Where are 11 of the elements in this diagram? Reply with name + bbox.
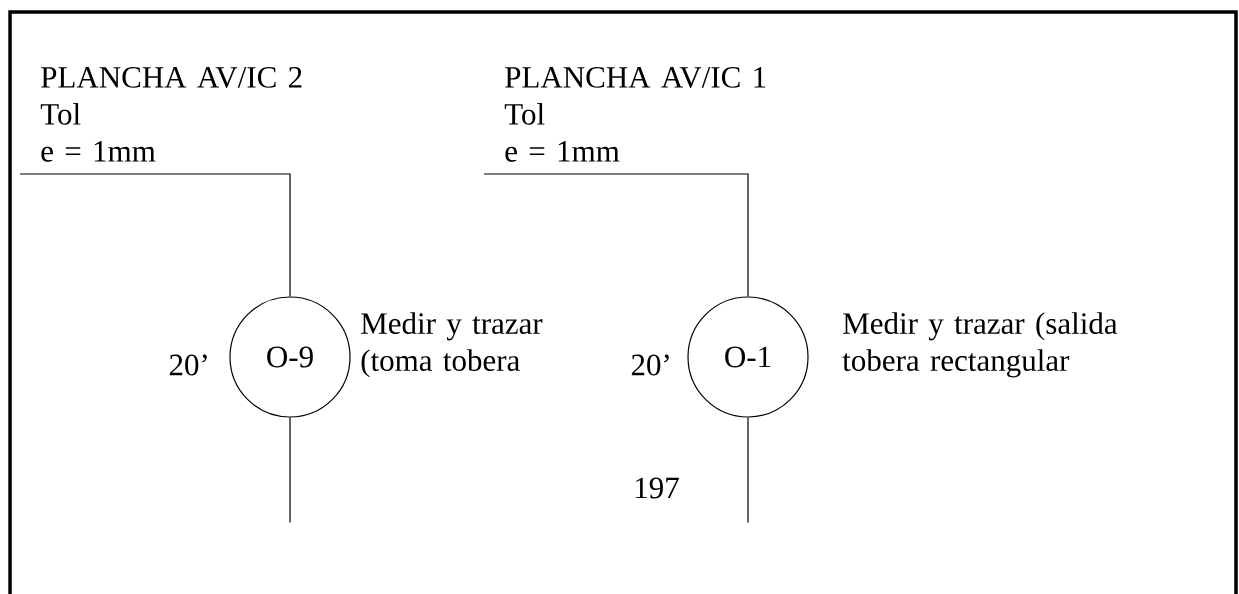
time-label: 20’ xyxy=(169,354,207,376)
flow-line xyxy=(747,416,749,524)
material-label: PLANCHA AV/IC 1 Tol e = 1mm xyxy=(504,66,766,162)
material-label: PLANCHA AV/IC 2 Tol e = 1mm xyxy=(40,66,302,162)
flow-line xyxy=(289,416,291,524)
time-label: 20’ xyxy=(631,354,669,376)
operation-label: Medir y trazar (toma tobera xyxy=(361,312,543,378)
operation-label: Medir y trazar (salida tobera rectangular xyxy=(842,312,1118,378)
flow-line xyxy=(483,173,749,297)
flow-line xyxy=(19,173,291,297)
quantity-label: 197 xyxy=(635,477,679,499)
